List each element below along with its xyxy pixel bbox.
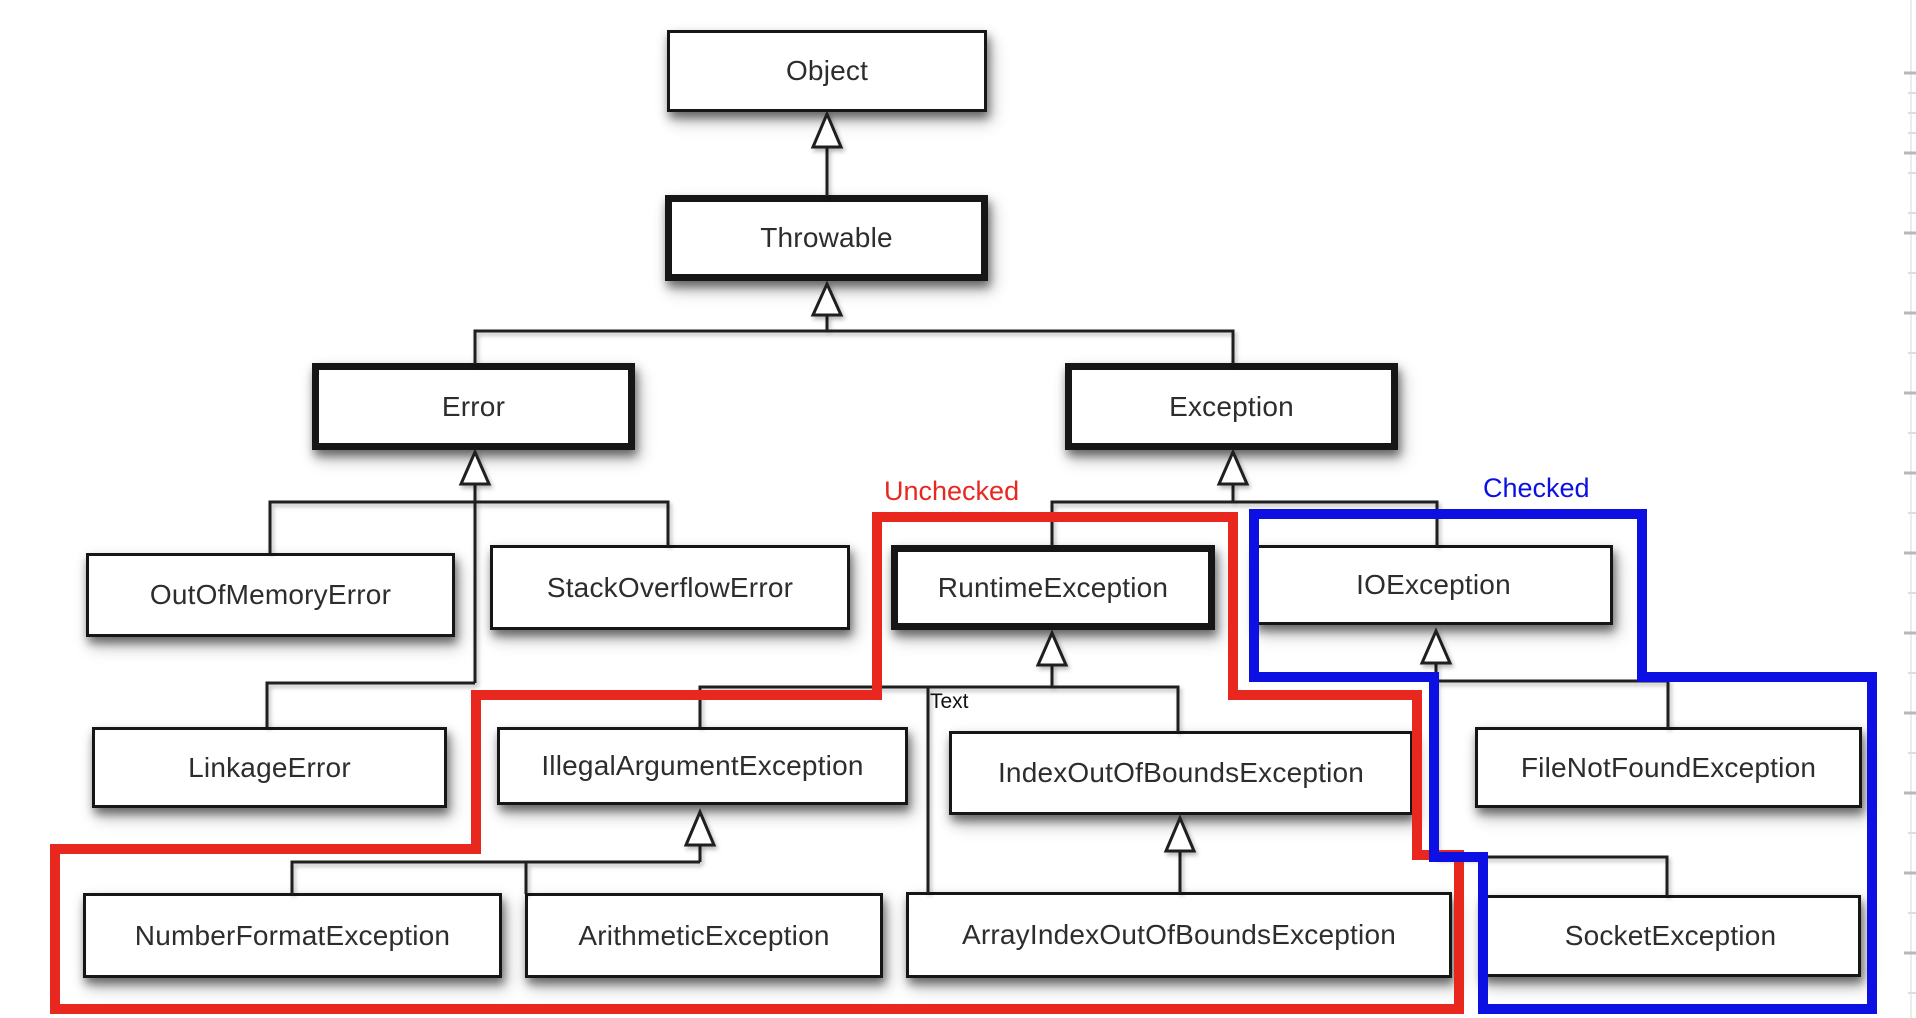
- arrow-to-error-icon: [458, 448, 492, 486]
- class-label: IllegalArgumentException: [541, 750, 864, 781]
- class-label: Object: [785, 55, 869, 86]
- class-label: IOException: [1356, 569, 1511, 600]
- arrow-to-throwable-icon: [810, 280, 844, 317]
- class-label: ArrayIndexOutOfBoundsException: [961, 919, 1396, 950]
- class-box-index-out-of-bounds-exception: IndexOutOfBoundsException: [949, 731, 1413, 815]
- class-box-stack-overflow-error: StackOverflowError: [490, 545, 850, 630]
- arrow-to-ioexception-icon: [1419, 627, 1453, 665]
- class-box-exception: Exception: [1065, 363, 1398, 450]
- class-box-out-of-memory-error: OutOfMemoryError: [86, 553, 455, 637]
- class-label: RuntimeException: [937, 571, 1169, 603]
- class-label: Exception: [1169, 390, 1294, 422]
- arrow-to-runtime-icon: [1035, 629, 1069, 667]
- class-box-runtime-exception: RuntimeException: [891, 545, 1215, 630]
- class-box-array-index-out-of-bounds-exception: ArrayIndexOutOfBoundsException: [906, 892, 1452, 978]
- arrow-to-object-icon: [810, 110, 844, 149]
- unchecked-group-label: Unchecked: [884, 476, 1020, 506]
- class-box-io-exception: IOException: [1254, 545, 1613, 625]
- class-label: IndexOutOfBoundsException: [997, 757, 1365, 788]
- class-label: LinkageError: [188, 751, 351, 783]
- class-label: FileNotFoundException: [1520, 751, 1817, 783]
- class-label: Error: [441, 390, 506, 422]
- arrow-to-exception-icon: [1216, 448, 1250, 486]
- text-annotation: Text: [930, 690, 969, 713]
- class-box-socket-exception: SocketException: [1480, 895, 1861, 977]
- class-box-file-not-found-exception: FileNotFoundException: [1475, 727, 1862, 808]
- class-label: Throwable: [760, 222, 893, 253]
- class-box-illegal-argument-exception: IllegalArgumentException: [497, 727, 908, 805]
- arrow-to-indexoob-icon: [1163, 814, 1197, 853]
- class-label: NumberFormatException: [134, 919, 451, 951]
- class-box-object: Object: [667, 30, 987, 112]
- class-label: StackOverflowError: [546, 571, 794, 603]
- class-box-error: Error: [312, 363, 635, 450]
- class-label: OutOfMemoryError: [149, 579, 392, 610]
- arrow-to-illegalarg-icon: [683, 808, 717, 847]
- class-box-number-format-exception: NumberFormatException: [83, 893, 502, 978]
- class-label: SocketException: [1564, 920, 1777, 951]
- class-box-throwable: Throwable: [665, 195, 988, 281]
- right-edge-ruler: [1904, 0, 1916, 1018]
- class-label: ArithmeticException: [578, 919, 830, 951]
- class-box-arithmetic-exception: ArithmeticException: [525, 893, 883, 978]
- class-box-linkage-error: LinkageError: [92, 727, 447, 808]
- checked-group-label: Checked: [1483, 473, 1590, 503]
